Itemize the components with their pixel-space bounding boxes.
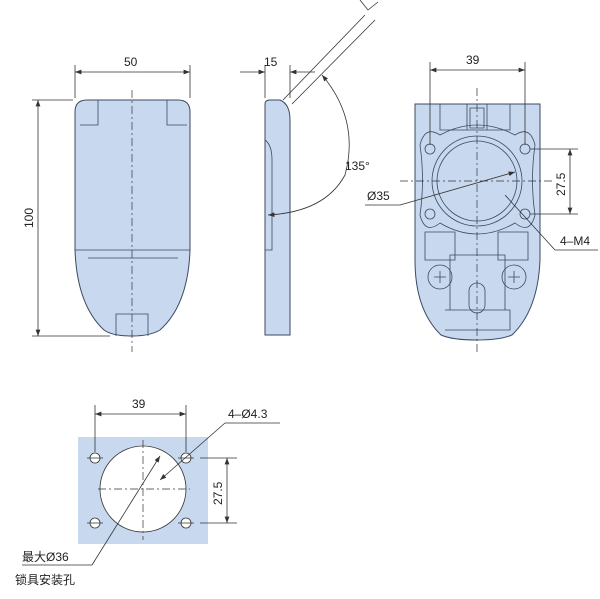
thread-label: 4–M4 xyxy=(560,234,590,248)
cutout-height-dim: 27.5 xyxy=(211,481,225,505)
bore-dim: Ø35 xyxy=(367,189,390,203)
cutout-width-dim: 39 xyxy=(132,397,146,411)
rear-view: 39 27.5 Ø35 4–M4 xyxy=(365,53,598,352)
front-height-dim: 100 xyxy=(22,208,36,228)
front-width-dim: 50 xyxy=(124,55,138,69)
side-thickness-dim: 15 xyxy=(264,55,278,69)
max-dia-label: 最大Ø36 xyxy=(22,550,69,564)
front-view: 50 100 xyxy=(22,55,191,352)
hole-label: 4–Ø4.3 xyxy=(228,407,268,421)
rear-width-dim: 39 xyxy=(466,53,480,67)
cutout-caption: 锁具安装孔 xyxy=(15,572,75,587)
cutout-view: 39 27.5 4–Ø4.3 最大Ø36 锁具安装孔 xyxy=(15,397,280,587)
angle-dim: 135° xyxy=(345,159,370,173)
side-view: 15 135° xyxy=(240,0,379,336)
rear-height-dim: 27.5 xyxy=(554,172,568,196)
